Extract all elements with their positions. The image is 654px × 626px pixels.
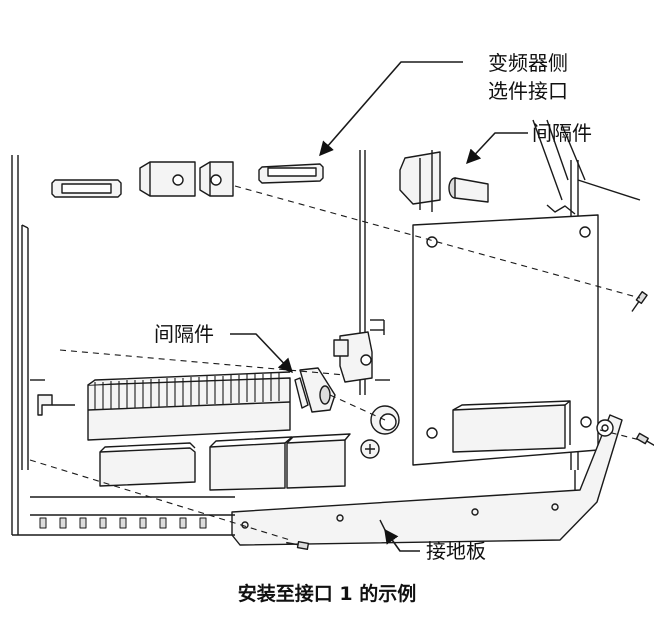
assembly-guides [29,185,641,541]
figure-caption: 安装至接口 1 的示例 [237,583,417,605]
callout-leaders [230,61,528,552]
screws [286,291,654,551]
option-card [412,204,599,466]
spacer-label-top: 间隔件 [532,121,592,145]
inverter-side-connector-label-line1: 变频器侧 [488,51,568,75]
spacer-label-middle: 间隔件 [154,322,214,346]
spacer-middle-part [294,331,400,459]
spacer-top-part [399,150,489,212]
base-rail [30,496,235,536]
terminal-block [87,371,291,441]
ground-plate-label: 接地板 [426,539,486,563]
ground-plate [231,414,623,546]
inverter-side-connector-label-line2: 选件接口 [488,79,568,103]
connector-pieces [51,161,324,198]
board-components [99,433,351,491]
